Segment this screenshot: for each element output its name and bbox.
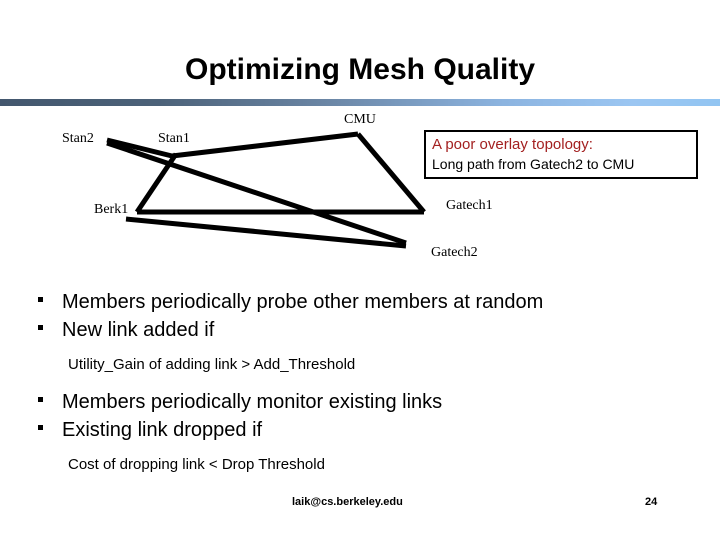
bullet-text: Existing link dropped if bbox=[62, 419, 263, 441]
list-item: Members periodically monitor existing li… bbox=[0, 388, 720, 416]
edge-berk1-gatech2 bbox=[125, 216, 407, 249]
square-bullet-icon bbox=[38, 397, 43, 402]
page-title: Optimizing Mesh Quality bbox=[184, 53, 536, 86]
edge-cmu-gatech1 bbox=[356, 132, 426, 214]
node-label-stan2: Stan2 bbox=[62, 131, 94, 146]
edge-stan2-stan1 bbox=[106, 137, 173, 159]
bullet-list: Members periodically probe other members… bbox=[0, 288, 720, 476]
footer-page-number: 24 bbox=[645, 496, 658, 508]
sub-text: Cost of dropping link < Drop Threshold bbox=[68, 456, 325, 473]
node-label-berk1: Berk1 bbox=[94, 202, 129, 217]
bullet-text: Members periodically monitor existing li… bbox=[62, 391, 443, 413]
edge-stan1-cmu bbox=[171, 131, 359, 159]
spacer bbox=[0, 444, 720, 454]
overlay-topology-diagram: Stan2 Stan1 CMU Berk1 Gatech1 Gatech2 bbox=[0, 106, 720, 276]
list-item: Members periodically probe other members… bbox=[0, 288, 720, 316]
callout-title: A poor overlay topology: bbox=[432, 136, 593, 153]
callout-box: A poor overlay topology: Long path from … bbox=[424, 130, 698, 179]
title-divider-bar bbox=[0, 99, 720, 106]
bullet-text: Members periodically probe other members… bbox=[62, 291, 544, 313]
sub-text: Utility_Gain of adding link > Add_Thresh… bbox=[68, 356, 356, 373]
square-bullet-icon bbox=[38, 425, 43, 430]
topology-edges bbox=[106, 131, 426, 249]
spacer bbox=[0, 344, 720, 354]
bullet-text: New link added if bbox=[62, 319, 215, 341]
footer-email: laik@cs.berkeley.edu bbox=[292, 496, 403, 508]
square-bullet-icon bbox=[38, 325, 43, 330]
edge-berk1-stan1 bbox=[134, 152, 179, 214]
node-label-gatech1: Gatech1 bbox=[446, 198, 493, 213]
list-item: New link added if bbox=[0, 316, 720, 344]
list-item: Existing link dropped if bbox=[0, 416, 720, 444]
node-label-gatech2: Gatech2 bbox=[431, 245, 478, 260]
square-bullet-icon bbox=[38, 297, 43, 302]
spacer bbox=[0, 376, 720, 388]
edge-stan2-gatech2 bbox=[106, 140, 407, 246]
node-label-cmu: CMU bbox=[344, 112, 376, 127]
callout-subtitle: Long path from Gatech2 to CMU bbox=[432, 156, 635, 172]
node-label-stan1: Stan1 bbox=[158, 131, 190, 146]
